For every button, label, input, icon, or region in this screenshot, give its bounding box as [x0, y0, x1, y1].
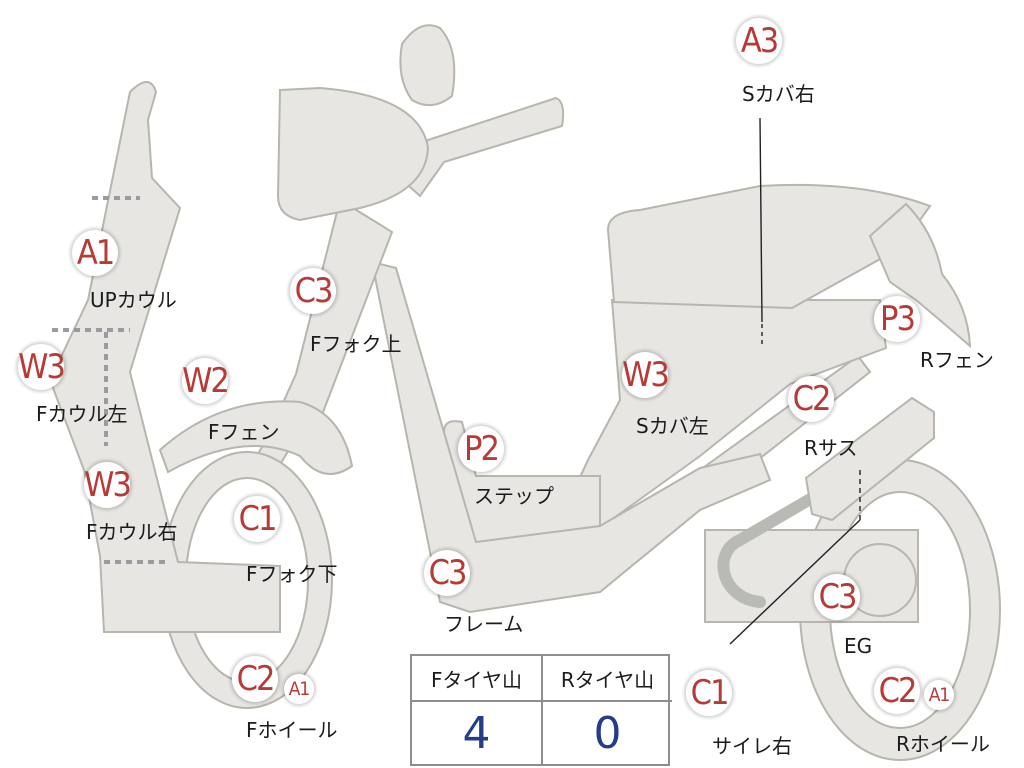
- badge-scover-right: A3: [736, 18, 782, 64]
- badge-ffork-upper: C3: [290, 268, 336, 314]
- badge-muffler-right: C1: [686, 670, 732, 716]
- badge-ffender: W2: [182, 358, 230, 404]
- muffler-leader: [729, 519, 861, 645]
- badge-scover-left: W3: [622, 352, 670, 398]
- label-fcowl-right: Fカウル右: [86, 520, 178, 544]
- front-wheel: [160, 451, 334, 709]
- table-divider: [541, 656, 543, 764]
- tire-tread-table: Fタイヤ山 Rタイヤ山 4 0: [410, 654, 672, 766]
- label-ffender: Fフェン: [208, 420, 280, 444]
- label-fwheel: Fホイール: [246, 718, 338, 742]
- rear-tire-header: Rタイヤ山: [543, 656, 672, 702]
- scover-right-leader: [759, 117, 763, 323]
- label-muffler-right: サイレ右: [712, 734, 792, 758]
- engine-hose: [717, 492, 818, 608]
- badge-eg: C3: [814, 574, 860, 620]
- label-rfender: Rフェン: [920, 348, 994, 372]
- badge-fwheel: C2: [232, 656, 278, 702]
- badge-frame: C3: [424, 550, 470, 596]
- handlebar-part: [398, 96, 565, 198]
- label-scover-left: Sカバ左: [636, 414, 709, 438]
- mirror-part: [399, 24, 456, 107]
- badge-step: P2: [458, 426, 504, 472]
- rear-suspension-part: [804, 396, 935, 522]
- rear-fender-part: [868, 202, 972, 349]
- badge-fcowl-right: W3: [84, 462, 132, 508]
- badge-ffork-lower: C1: [234, 496, 280, 542]
- label-ffork-upper: Fフォク上: [310, 332, 402, 356]
- badge-fwheel-sub: A1: [284, 674, 314, 704]
- label-step: ステップ: [474, 484, 554, 508]
- badge-upcowl: A1: [72, 230, 118, 276]
- label-scover-right: Sカバ右: [742, 82, 815, 106]
- label-frame: フレーム: [444, 612, 524, 636]
- badge-fcowl-left: W3: [18, 344, 66, 390]
- main-frame: [370, 260, 772, 614]
- badge-rfender: P3: [874, 296, 920, 342]
- label-rwheel: Rホイール: [896, 732, 990, 756]
- label-rsus: Rサス: [804, 436, 858, 460]
- front-fender-part: [158, 400, 354, 475]
- label-upcowl: UPカウル: [90, 288, 177, 312]
- label-eg: EG: [844, 634, 873, 658]
- front-tire-value: 4: [462, 707, 491, 759]
- label-fcowl-left: Fカウル左: [36, 402, 128, 426]
- label-ffork-lower: Fフォク下: [246, 562, 338, 586]
- front-cowl-part: [48, 81, 281, 633]
- badge-rwheel: C2: [874, 668, 920, 714]
- front-tire-header: Fタイヤ山: [412, 656, 541, 702]
- badge-rwheel-sub: A1: [924, 680, 954, 710]
- headlight-part: [276, 86, 430, 222]
- badge-rsus: C2: [788, 376, 834, 422]
- rear-tire-value: 0: [593, 707, 622, 759]
- seat-part: [606, 183, 932, 310]
